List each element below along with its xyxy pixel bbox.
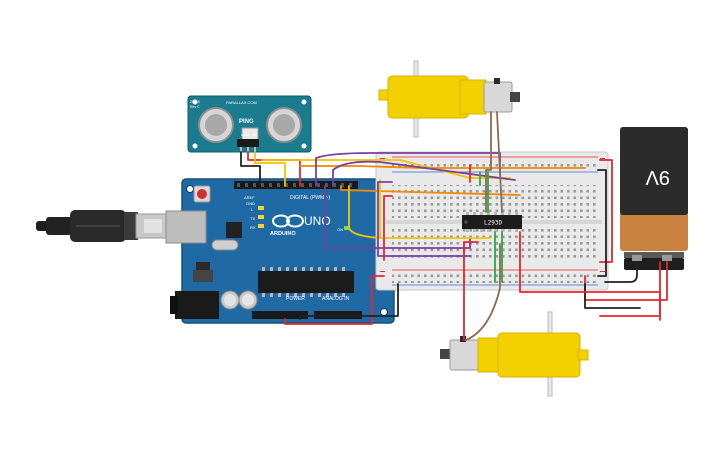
wire-motor-bottom-b — [465, 243, 501, 341]
sensor-pin-gnd: GND — [241, 133, 247, 137]
wire-black-side — [597, 169, 607, 277]
arduino-brand-text: ARDUINO — [270, 231, 296, 237]
digital-label: DIGITAL (PWM ~) — [290, 195, 330, 201]
sensor-pin-sig: SIG — [252, 133, 257, 137]
sensor-pin-header — [237, 139, 259, 147]
on-label: ON — [337, 227, 343, 232]
wire-sensor-sig — [254, 151, 286, 187]
wire-purple-3 — [332, 160, 516, 187]
gnd-top-label: GND — [246, 201, 255, 206]
ultrasonic-sensor[interactable]: PARALLAX.COM 28015 Rev C PING GND 5V SIG — [187, 95, 312, 153]
wire-purple-left — [377, 181, 471, 257]
wire-motor-bottom-a — [463, 241, 479, 341]
sensor-pin-5v: 5V — [247, 133, 251, 137]
arduino-logo: UNO ARDUINO — [270, 214, 331, 237]
rx-label: RX — [250, 225, 256, 230]
chip-label: L293D — [484, 220, 502, 227]
power-label: POWER — [286, 296, 305, 302]
sensor-model-2: Rev C — [190, 105, 200, 109]
analog-label: ANALOG IN — [322, 296, 350, 302]
dc-motor-top[interactable] — [378, 60, 520, 138]
aref-label: AREF — [244, 195, 255, 200]
wire-battery-red-2 — [599, 261, 661, 317]
wire-purple-1 — [315, 152, 501, 187]
wire-battery-neg — [604, 261, 638, 283]
dc-motor-bottom[interactable] — [440, 311, 589, 397]
battery-label: 9V — [645, 166, 670, 188]
usb-port — [165, 210, 207, 244]
power-jack — [175, 291, 219, 319]
sensor-name: PING — [239, 119, 254, 125]
analog-header — [314, 311, 362, 319]
wire-red-left — [383, 195, 393, 261]
sensor-model-1: 28015 — [190, 100, 200, 104]
usb-cable[interactable] — [36, 210, 167, 242]
wires — [240, 111, 668, 341]
sensor-brand: PARALLAX.COM — [226, 100, 257, 105]
wire-orange-2 — [340, 185, 521, 196]
l-led-label: L — [251, 207, 254, 212]
atmega-chip — [258, 271, 354, 293]
wire-sensor-gnd — [240, 151, 261, 187]
arduino-board[interactable]: UNO ARDUINO DIGITAL (PWM ~) AREF GND L T… — [165, 178, 395, 324]
battery-9v[interactable]: 9V — [620, 127, 688, 270]
uno-logo-text: UNO — [304, 214, 331, 228]
l293d-chip[interactable]: L293D — [462, 212, 522, 232]
wire-purple-2 — [324, 185, 471, 249]
wire-gnd-rail — [299, 283, 399, 320]
wire-orange-top — [299, 165, 586, 169]
tx-label: TX — [250, 216, 255, 221]
power-header — [252, 311, 308, 319]
wire-motor-top-a — [485, 111, 492, 213]
wire-5v-rail — [284, 275, 385, 325]
wire-motor-top-b — [496, 111, 503, 213]
